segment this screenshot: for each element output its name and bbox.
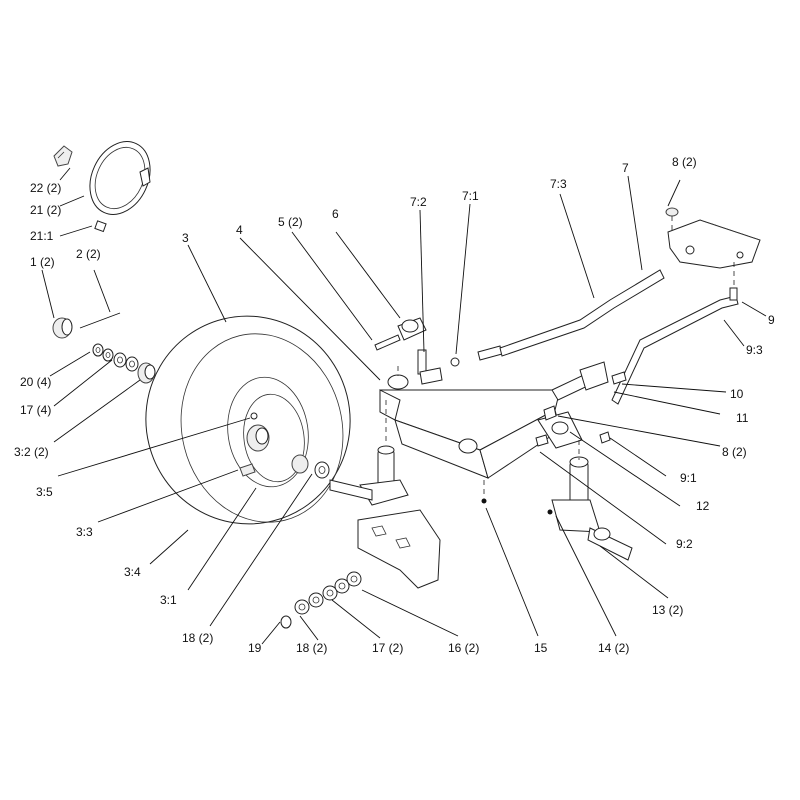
left-spindle [329,445,409,506]
callout-7-1: 7:1 [462,189,479,203]
callout-9-3: 9:3 [746,343,763,357]
wheel-bearing [137,362,156,384]
hub-cap-clip [53,145,73,167]
callout-11: 11 [736,411,749,425]
washers-20 [92,343,139,372]
axle-cap [52,317,73,339]
callout-17-bottom: 17 (2) [372,641,403,655]
steering-bracket [357,509,441,589]
callout-4: 4 [236,223,243,237]
callout-7-2: 7:2 [410,195,427,209]
cotter-pin [79,312,121,329]
callout-3-3: 3:3 [76,525,93,539]
callout-3-1: 3:1 [160,593,177,607]
callout-10: 10 [730,387,744,401]
callout-21-1: 21:1 [30,229,54,243]
callout-15: 15 [534,641,548,655]
wheel-assembly [145,315,351,525]
callout-22: 22 (2) [30,181,61,195]
tie-rod [499,269,665,357]
callout-9-2: 9:2 [676,537,693,551]
steering-arm [374,317,427,351]
front-axle-beam [379,374,561,479]
callout-18-left: 18 (2) [182,631,213,645]
callout-16: 16 (2) [448,641,479,655]
callout-21: 21 (2) [30,203,61,217]
callout-7-3: 7:3 [550,177,567,191]
callout-3-4: 3:4 [124,565,141,579]
pivot-bracket [551,361,627,401]
callout-8-top: 8 (2) [672,155,697,169]
axle-spacer [291,454,330,479]
sector-gear-plate [667,219,761,269]
callout-20: 20 (4) [20,375,51,389]
callout-5: 5 (2) [278,215,303,229]
callout-12: 12 [696,499,710,513]
callout-3-5: 3:5 [36,485,53,499]
callout-6: 6 [332,207,339,221]
hub-cap-insert [94,220,107,233]
callout-17-left: 17 (4) [20,403,51,417]
callout-9: 9 [768,313,775,327]
callout-3: 3 [182,231,189,245]
tie-rod-end [417,345,503,385]
bolt-8 [665,207,679,230]
callout-19: 19 [248,641,262,655]
callout-1: 1 (2) [30,255,55,269]
callout-14: 14 (2) [598,641,629,655]
callout-13: 13 (2) [652,603,683,617]
callout-7: 7 [622,161,629,175]
callout-2: 2 (2) [76,247,101,261]
drag-link [611,295,739,405]
callout-9-1: 9:1 [680,471,697,485]
right-spindle [537,411,633,561]
leader-lines [41,167,767,645]
callout-3-2: 3:2 (2) [14,445,49,459]
callout-18-bottom: 18 (2) [296,641,327,655]
drag-link-end [729,287,738,301]
spindle-washers [280,571,362,629]
callout-8-right: 8 (2) [722,445,747,459]
hub-cap-ring [89,141,151,215]
